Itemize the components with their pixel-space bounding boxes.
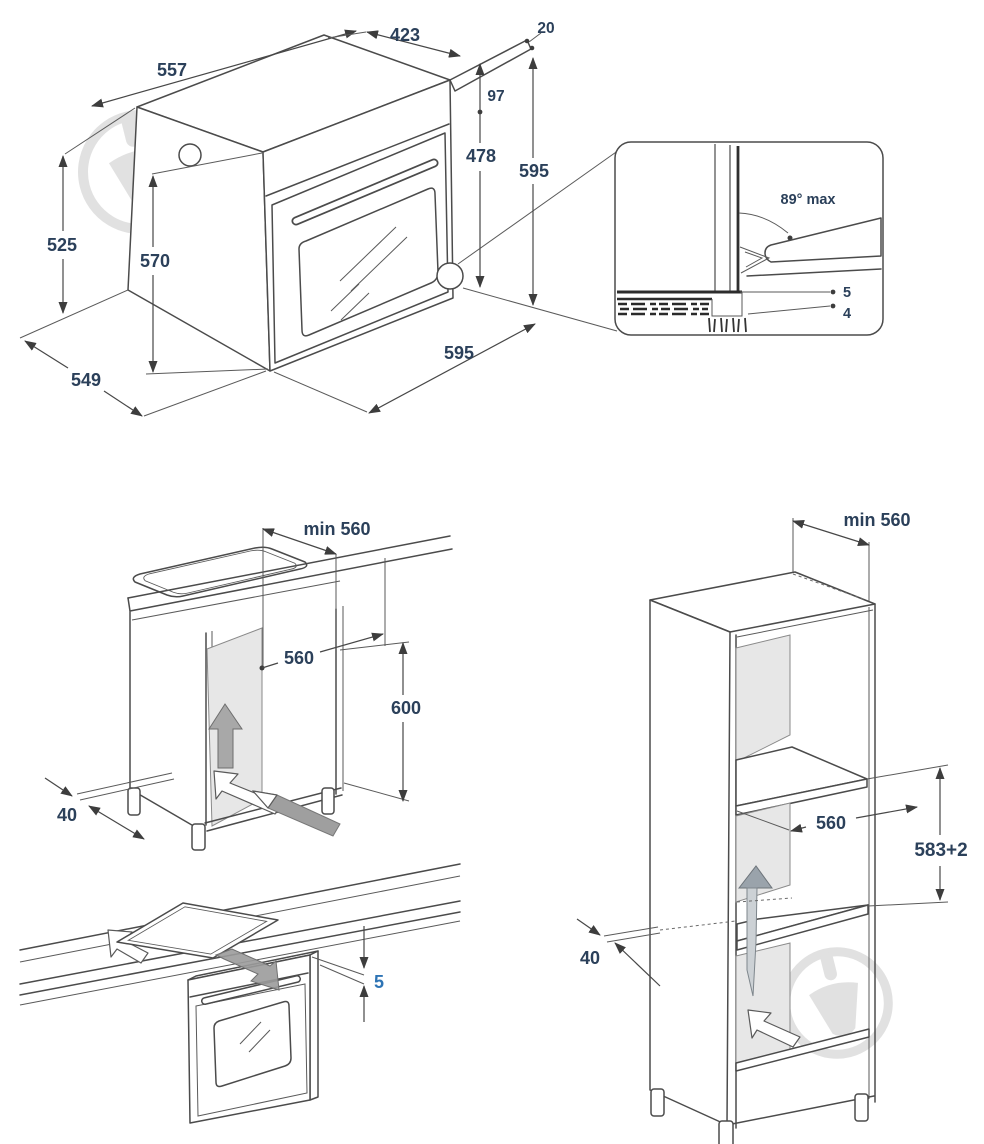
worktop-front-edge	[127, 535, 451, 599]
detail-callout-box	[614, 141, 884, 336]
chipboard-hatching	[618, 302, 710, 316]
dim-label-min560: min 560	[843, 510, 910, 530]
worktop-recess	[711, 292, 743, 317]
upper-shelf	[735, 746, 868, 816]
hob-gap-dimension	[311, 926, 369, 1022]
hob-clearance-figure: 5	[19, 863, 461, 1124]
back-panel-upper	[735, 634, 791, 763]
callout-line-bottom	[462, 287, 618, 332]
dim-label-5: 5	[374, 972, 384, 992]
lower-shelf	[736, 904, 869, 951]
cabinet-leg	[321, 787, 335, 815]
oven-side-face	[127, 106, 271, 372]
dim-label-40: 40	[57, 805, 77, 825]
tall-cabinet-side-panel	[649, 599, 731, 1126]
dim-label-423: 423	[390, 25, 420, 45]
label-gap-4: 4	[843, 306, 851, 322]
base-cabinet-figure: min 560 560 600 40	[44, 519, 453, 851]
dim-label-557: 557	[157, 60, 187, 80]
dim-label-478: 478	[466, 146, 496, 166]
lower-panel-hatching	[708, 317, 747, 333]
glass-reflection-lines	[330, 226, 408, 321]
hob-position-outline	[132, 546, 308, 598]
dim-label-525: 525	[47, 235, 77, 255]
dim-label-20: 20	[537, 20, 554, 37]
dim-label-549: 549	[71, 370, 101, 390]
door-swing-arc	[738, 212, 789, 234]
dim-label-583-2: 583+2	[914, 840, 967, 861]
cabinet-leg	[718, 1120, 734, 1144]
door-hinge-detail	[739, 246, 771, 274]
control-panel-line	[265, 123, 450, 197]
airflow-outline-arrow	[747, 1009, 801, 1048]
cabinet-leg	[191, 823, 206, 851]
tall-cabinet-dimensions	[576, 518, 949, 987]
tall-cabinet-figure: min 560 560 583+2 40	[576, 510, 968, 1144]
cabinet-leg	[854, 1093, 869, 1122]
worktop-back-line	[19, 863, 461, 951]
door-opening-detail-figure: 89° max 5 4	[614, 141, 884, 336]
dim-label-97: 97	[487, 88, 504, 105]
oven-front-frame-flange	[449, 39, 532, 92]
oven-door-outline	[271, 132, 449, 364]
cabinet-leg	[127, 787, 141, 816]
base-cabinet-dimensions	[44, 528, 410, 840]
side-fixing-hole	[178, 143, 202, 167]
cabinet-leg	[650, 1088, 665, 1117]
oven-door-glass	[213, 1000, 292, 1088]
back-panel-lower	[735, 942, 791, 1066]
built-under-oven	[187, 950, 319, 1124]
airflow-up-arrow	[208, 703, 243, 769]
dim-label-40: 40	[580, 948, 600, 968]
dim-label-560: 560	[816, 813, 846, 833]
hob-on-worktop	[116, 902, 279, 959]
oven-door-glass	[298, 187, 439, 337]
cabinet-bottom-shelf	[735, 1028, 870, 1072]
dim-label-570: 570	[140, 251, 170, 271]
door-corner-callout-circle	[436, 262, 464, 290]
dim-label-560: 560	[284, 648, 314, 668]
dim-label-min560: min 560	[303, 519, 370, 539]
dim-label-595-right: 595	[519, 161, 549, 181]
oven-isometric-figure: 557 423 20 97 478 595 525 570 549 595	[19, 20, 620, 417]
callout-line-top	[457, 149, 620, 265]
dim-label-595-bottom: 595	[444, 343, 474, 363]
airflow-up-arrow	[737, 865, 773, 997]
label-gap-5: 5	[843, 285, 851, 301]
label-89-max: 89° max	[781, 192, 836, 208]
dim-label-600: 600	[391, 698, 421, 718]
open-door-panel	[764, 217, 882, 263]
oven-dimensions	[19, 29, 542, 417]
insert-direction-arrow	[214, 948, 280, 991]
oven-front-face	[262, 79, 454, 372]
